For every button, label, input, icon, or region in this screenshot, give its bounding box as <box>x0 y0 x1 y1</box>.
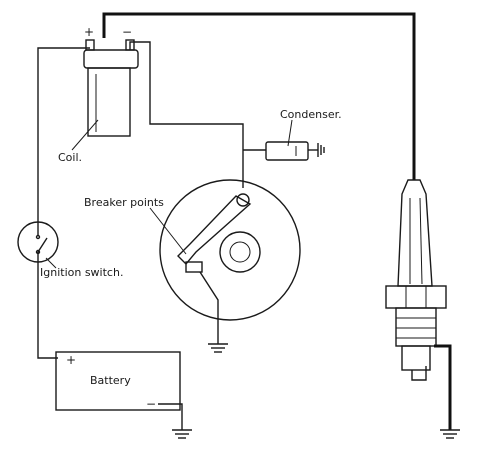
spark-plug-electrode <box>411 366 427 381</box>
cam-hub <box>229 241 251 263</box>
distributor-ground-symbol <box>208 343 228 353</box>
battery-plus-sign: + <box>66 353 76 367</box>
coil-label: Coil. <box>58 151 82 164</box>
breaker-arm <box>177 195 252 266</box>
spark-plug-thread <box>401 345 431 371</box>
battery-minus-sign: − <box>146 397 156 411</box>
coil-minus-sign: − <box>122 25 132 39</box>
spark-plug-ground-lead <box>434 344 452 430</box>
wire-switch-to-battery <box>37 262 58 359</box>
high-tension-lead <box>102 12 416 180</box>
coil-plus-sign: + <box>84 25 94 39</box>
condenser-label: Condenser. <box>280 108 342 121</box>
cam <box>219 231 261 273</box>
condenser-leader-line <box>287 119 293 147</box>
distributor <box>159 179 301 344</box>
coil-top-cap <box>83 49 139 69</box>
wire-coil-to-switch <box>37 47 90 222</box>
coil: + − <box>83 25 139 137</box>
spark-plug-hex <box>385 285 447 309</box>
battery-label: Battery <box>90 374 131 387</box>
distributor-plate <box>159 179 301 321</box>
condenser-body <box>265 141 309 161</box>
battery: + − Battery <box>55 351 181 411</box>
breaker-ground-lead <box>199 271 219 344</box>
battery-ground-lead <box>158 403 183 430</box>
ignition-switch <box>17 221 59 263</box>
spark-plug-insulator <box>397 179 433 287</box>
coil-body <box>87 67 131 137</box>
breaker-points-leader-line <box>149 207 187 255</box>
spark-plug-ground-symbol <box>440 429 460 439</box>
breaker-contact <box>185 261 203 273</box>
spark-plug-shell <box>395 307 437 347</box>
coil-leader-line <box>71 119 99 151</box>
ignition-switch-label: Ignition switch. <box>40 266 123 279</box>
breaker-pivot <box>236 193 250 207</box>
battery-ground-symbol <box>172 429 192 439</box>
battery-box <box>55 351 181 411</box>
breaker-points-label: Breaker points <box>84 196 164 209</box>
wire-coil-to-breaker <box>129 41 244 188</box>
spark-plug <box>385 179 447 381</box>
ignition-switch-leader-line <box>45 257 57 269</box>
condenser <box>265 141 325 161</box>
